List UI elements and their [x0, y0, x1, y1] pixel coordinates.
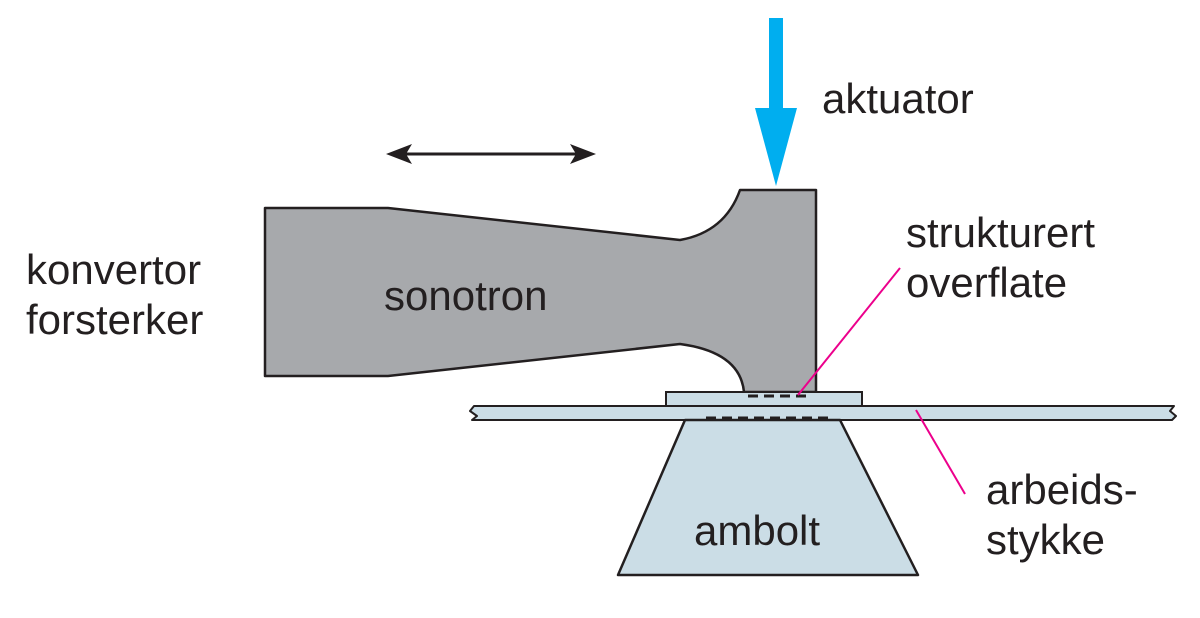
workpiece-leader-line	[915, 409, 966, 495]
actuator-arrow-shaft	[769, 18, 783, 112]
structured-surface-label-line2: overflate	[906, 259, 1067, 306]
actuator-arrow-head	[755, 108, 797, 186]
actuator-label: aktuator	[822, 75, 974, 122]
vibration-double-arrow-icon	[386, 144, 596, 164]
anvil-body	[616, 418, 920, 577]
structured-surface-label-line1: strukturert	[906, 209, 1095, 256]
sonotrode-label: sonotron	[384, 272, 547, 319]
structured-surface-leader-line	[797, 267, 901, 396]
converter-label-line2: forsterker	[26, 296, 203, 343]
upper-workpiece-layer	[665, 391, 863, 407]
vibration-arrow-right-head	[570, 144, 596, 164]
actuator-arrow-icon	[755, 18, 797, 186]
vibration-arrow-left-head	[386, 144, 412, 164]
workpiece-label-line1: arbeids-	[986, 466, 1138, 513]
converter-label-line1: konvertor	[26, 246, 201, 293]
workpiece-strip	[469, 405, 1177, 421]
anvil-label: ambolt	[694, 507, 820, 554]
workpiece-label-line2: stykke	[986, 516, 1105, 563]
